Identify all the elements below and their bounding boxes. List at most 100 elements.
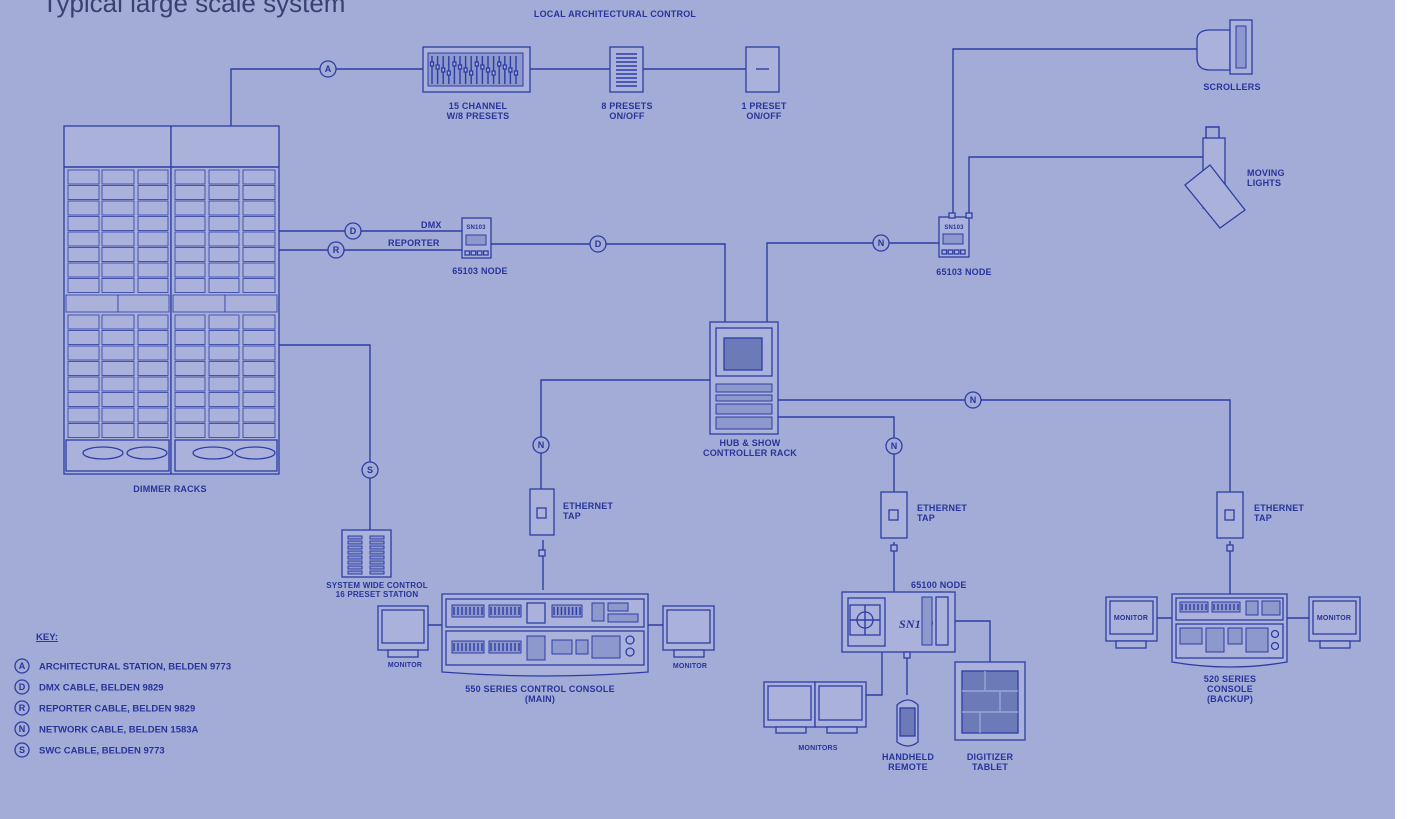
key-bubble	[14, 658, 30, 674]
wiring	[230, 48, 1309, 696]
key-letter: N	[19, 724, 26, 734]
node-65100-label: 65100 NODE	[911, 580, 967, 590]
node-left-label: 65103 NODE	[452, 266, 508, 276]
key-item: R REPORTER CABLE, BELDEN 9829	[14, 700, 195, 716]
key-bubble	[14, 679, 30, 695]
monitor-520-left: MONITOR	[1105, 596, 1158, 649]
monitor-520-right-label: MONITOR	[1317, 615, 1351, 622]
network-right-node-line	[766, 242, 939, 322]
scroller-fixture: SCROLLERS	[1196, 19, 1260, 92]
page-edge	[1395, 0, 1409, 819]
cable-a-line	[230, 68, 423, 128]
svg-text:D: D	[595, 239, 602, 249]
header-label: LOCAL ARCHITECTURAL CONTROL	[534, 9, 697, 19]
console-550: 550 SERIES CONTROL CONSOLE(MAIN)	[441, 593, 649, 704]
svg-text:N: N	[538, 440, 545, 450]
svg-text:D: D	[350, 226, 357, 236]
key-bubble	[14, 742, 30, 758]
dmx-hub-line	[491, 243, 726, 322]
swc-line	[279, 344, 371, 530]
bubble-n-left: N	[532, 436, 550, 454]
scroller-line	[952, 48, 1197, 217]
reporter-label: REPORTER	[388, 238, 440, 248]
monitor-550-right: MONITOR	[662, 605, 715, 670]
node-left: SN103 65103 NODE DMX REPORTER	[388, 217, 508, 276]
key-item: A ARCHITECTURAL STATION, BELDEN 9773	[14, 658, 231, 674]
key-text: SWC CABLE, BELDEN 9773	[39, 746, 165, 757]
dmx-label: DMX	[421, 220, 442, 230]
bubble-d-rack: D	[344, 222, 362, 240]
dimmer-racks: DIMMER RACKS	[63, 125, 280, 494]
moving-light-line	[968, 156, 1208, 217]
monitor-520-left-label: MONITOR	[1114, 615, 1148, 622]
svg-text:N: N	[891, 441, 898, 451]
node-right-label: 65103 NODE	[936, 267, 992, 277]
monitors-line	[866, 652, 883, 696]
key-text: REPORTER CABLE, BELDEN 9829	[39, 704, 195, 715]
bubble-n-right: N	[964, 391, 982, 409]
svg-text:N: N	[878, 238, 885, 248]
node-right-mark: SN103	[944, 225, 964, 231]
key-text: ARCHITECTURAL STATION, BELDEN 9773	[39, 662, 231, 673]
node-65100: SN100 65100 NODE	[841, 580, 967, 659]
key-text: NETWORK CABLE, BELDEN 1583A	[39, 725, 199, 736]
key-item: S SWC CABLE, BELDEN 9773	[14, 742, 165, 758]
cable-bubbles: A D R D N N N N S	[319, 60, 982, 479]
key-letter: R	[19, 703, 26, 713]
svg-text:R: R	[333, 245, 340, 255]
monitor-550-left-label: MONITOR	[388, 662, 422, 669]
monitor-520-right: MONITOR	[1308, 596, 1361, 649]
digitizer-line	[955, 620, 991, 662]
network-mid-line	[778, 416, 895, 492]
node-left-mark: SN103	[466, 225, 486, 231]
network-left-line	[540, 379, 710, 489]
scrollers-label: SCROLLERS	[1203, 82, 1260, 92]
bubble-d-hub: D	[589, 235, 607, 253]
monitors-pair: MONITORS	[763, 681, 867, 752]
node-right: SN103 65103 NODE	[936, 212, 992, 277]
dimmer-racks-label: DIMMER RACKS	[133, 484, 206, 494]
bubble-s: S	[361, 461, 379, 479]
page-title: Typical large scale system	[42, 0, 345, 18]
key-bubble	[14, 721, 30, 737]
key-legend: KEY: A ARCHITECTURAL STATION, BELDEN 9773…	[14, 632, 231, 758]
key-letter: S	[19, 745, 25, 755]
key-item: N NETWORK CABLE, BELDEN 1583A	[14, 721, 199, 737]
key-heading: KEY:	[36, 632, 58, 643]
key-letter: D	[19, 682, 26, 692]
svg-text:A: A	[325, 64, 332, 74]
key-letter: A	[19, 661, 26, 671]
bubble-n-node: N	[872, 234, 890, 252]
bubble-a: A	[319, 60, 337, 78]
bubble-r-rack: R	[327, 241, 345, 259]
monitor-550-right-label: MONITOR	[673, 663, 707, 670]
network-right-line	[778, 399, 1231, 492]
monitor-550-left: MONITOR	[377, 605, 429, 669]
